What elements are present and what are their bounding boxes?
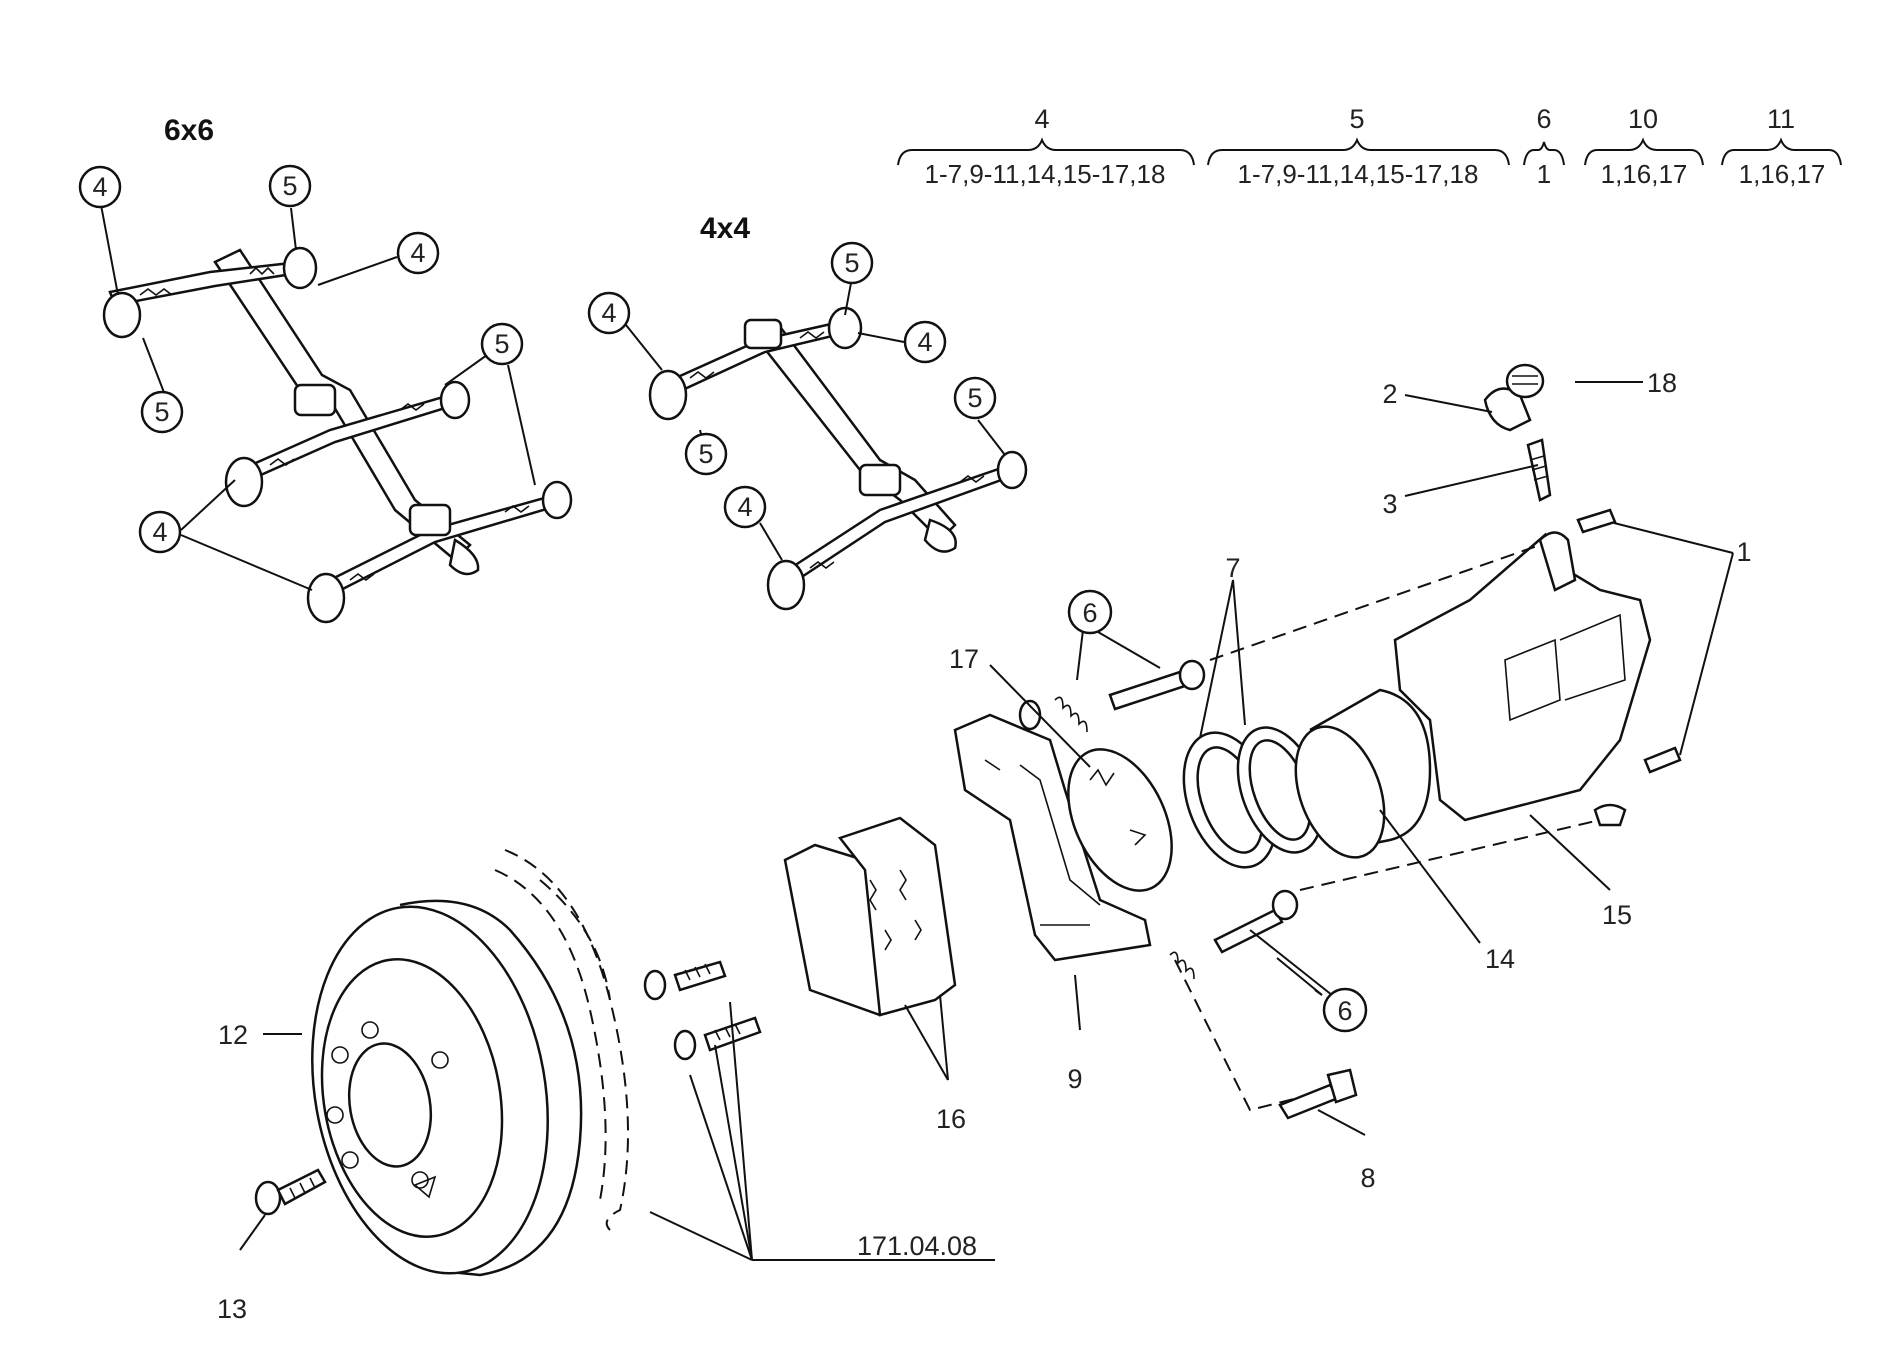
backing-plate-dashed — [494, 849, 629, 1231]
callout-label: 5 — [967, 383, 982, 413]
rotor-bolts — [643, 960, 762, 1061]
key-group-items: 1,16,17 — [1601, 159, 1688, 189]
callout-label: 5 — [282, 171, 297, 201]
guide-bolt — [1278, 1068, 1358, 1120]
callout-label: 4 — [92, 172, 107, 202]
leader-lines — [239, 381, 1734, 1261]
callout-circle — [78, 165, 122, 209]
callout-circle — [903, 320, 947, 364]
key-group-number: 11 — [1767, 104, 1795, 134]
part-label-12: 12 — [218, 1020, 248, 1050]
callout-circle — [480, 322, 524, 366]
part-label-9: 9 — [1067, 1064, 1082, 1094]
part-label-3: 3 — [1382, 489, 1397, 519]
part-label-15: 15 — [1602, 900, 1632, 930]
key-group-items: 1,16,17 — [1739, 159, 1826, 189]
key-group: 11 1,16,17 — [1721, 104, 1842, 189]
key-group-items: 1-7,9-11,14,15-17,18 — [1238, 159, 1479, 189]
guide-pins — [1018, 659, 1299, 980]
part-label-2: 2 — [1382, 379, 1397, 409]
key-group-items: 1-7,9-11,14,15-17,18 — [925, 159, 1166, 189]
part-label-13: 13 — [217, 1294, 247, 1324]
bleeder-parts — [1483, 363, 1682, 774]
key-group: 4 1-7,9-11,14,15-17,18 — [897, 104, 1195, 189]
rotor-screw — [254, 1168, 327, 1216]
callout-6-lower: 6 — [1322, 987, 1368, 1033]
callout-label: 4 — [410, 238, 425, 268]
key-groups: 4 1-7,9-11,14,15-17,18 5 1-7,9-11,14,15-… — [897, 104, 1842, 189]
callout-circle — [140, 390, 184, 434]
callout-circle — [396, 231, 440, 275]
reference-number: 171.04.08 — [857, 1231, 977, 1261]
heading-6x6: 6x6 — [164, 114, 214, 147]
callout-circle — [684, 432, 728, 476]
callout-label: 5 — [844, 248, 859, 278]
key-group: 10 1,16,17 — [1584, 104, 1704, 189]
key-group-items: 1 — [1537, 159, 1551, 189]
anti-rattle-spring — [1067, 748, 1173, 892]
heading-4x4: 4x4 — [700, 212, 750, 245]
callouts-4x4: 5 4 4 5 5 4 — [587, 241, 1006, 561]
part-label-18: 18 — [1647, 368, 1677, 398]
caliper-bracket — [953, 713, 1152, 962]
callout-circle — [830, 241, 874, 285]
key-group: 6 1 — [1523, 104, 1565, 189]
callout-label: 4 — [737, 492, 752, 522]
callout-circle — [953, 376, 997, 420]
key-group-number: 5 — [1349, 104, 1364, 134]
callout-label: 5 — [494, 329, 509, 359]
callout-circle — [138, 510, 182, 554]
brake-pads — [783, 816, 957, 1017]
callout-label: 4 — [917, 327, 932, 357]
key-group-number: 10 — [1628, 104, 1658, 134]
callout-label: 4 — [601, 298, 616, 328]
part-label-16: 16 — [936, 1104, 966, 1134]
axle-layout-4x4 — [648, 306, 1028, 611]
caliper-piston — [1294, 688, 1432, 859]
key-group: 5 1-7,9-11,14,15-17,18 — [1207, 104, 1510, 189]
part-label-1: 1 — [1736, 537, 1751, 567]
part-labels: 1 2 3 7 8 9 12 13 14 15 16 17 18 171.04.… — [217, 368, 1752, 1324]
callout-label: 6 — [1337, 996, 1352, 1026]
key-group-number: 4 — [1034, 104, 1049, 134]
part-label-7: 7 — [1225, 553, 1240, 583]
axle-layout-6x6 — [102, 246, 573, 624]
callout-6-upper: 6 — [1067, 589, 1113, 635]
callout-label: 5 — [154, 397, 169, 427]
part-label-14: 14 — [1485, 944, 1515, 974]
callout-circle — [268, 164, 312, 208]
part-label-8: 8 — [1360, 1163, 1375, 1193]
callout-label: 6 — [1082, 598, 1097, 628]
callout-circle — [587, 291, 631, 335]
callout-circle — [723, 485, 767, 529]
callouts-6x6: 4 5 4 5 5 4 — [78, 164, 536, 591]
callout-label: 5 — [698, 439, 713, 469]
callout-label: 4 — [152, 517, 167, 547]
brake-rotor — [311, 899, 583, 1277]
caliper-housing — [1393, 531, 1652, 827]
key-group-number: 6 — [1536, 104, 1551, 134]
part-label-17: 17 — [949, 644, 979, 674]
